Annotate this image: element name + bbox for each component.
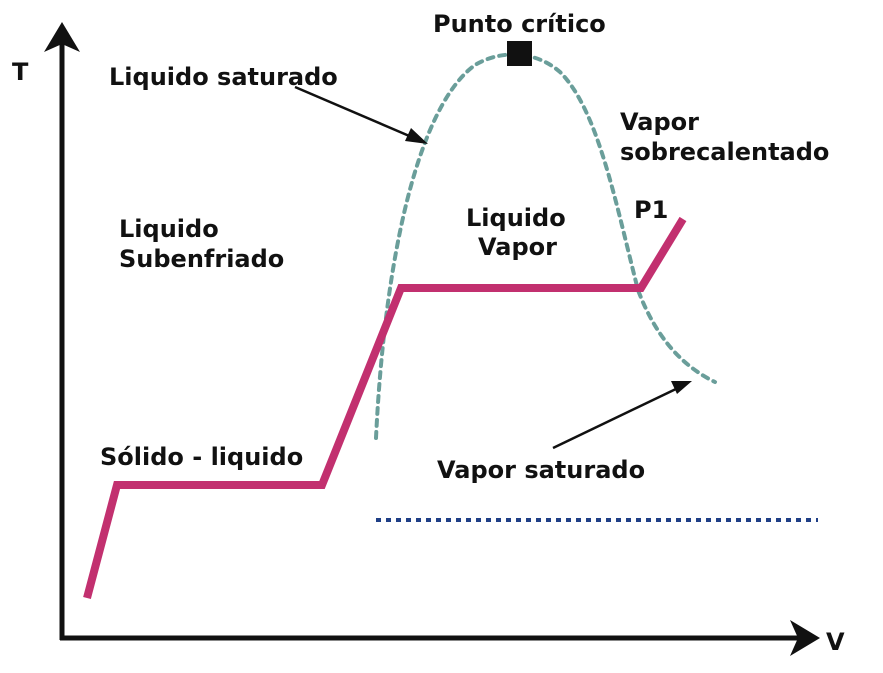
saturation-dome [374, 52, 717, 440]
critical-point-marker [507, 41, 532, 66]
superheated-vapor-label-line2: sobrecalentado [620, 138, 829, 166]
axes [44, 22, 820, 656]
y-axis-arrow-icon [44, 22, 80, 52]
critical-point-label: Punto crítico [433, 10, 606, 38]
saturated-vapor-arrowhead-icon [671, 381, 692, 394]
subcooled-liquid-label-line2: Subenfriado [119, 245, 284, 273]
liquid-vapor-label-line2: Vapor [478, 233, 557, 261]
p1-label: P1 [634, 196, 668, 224]
x-axis-label: V [826, 628, 845, 656]
solid-liquid-label: Sólido - liquido [100, 443, 303, 471]
liquid-vapor-label-line1: Liquido [466, 204, 566, 232]
saturated-liquid-arrowhead-icon [405, 128, 428, 144]
subcooled-liquid-label-line1: Liquido [119, 215, 219, 243]
saturated-liquid-arrow [294, 85, 428, 144]
saturated-vapor-arrow [552, 381, 692, 450]
saturated-liquid-label: Liquido saturado [109, 63, 338, 91]
y-axis-label: T [12, 58, 29, 86]
x-axis-arrow-icon [790, 620, 820, 656]
saturated-vapor-label: Vapor saturado [437, 456, 645, 484]
isobar-p1 [83, 216, 687, 600]
superheated-vapor-label-line1: Vapor [620, 108, 699, 136]
